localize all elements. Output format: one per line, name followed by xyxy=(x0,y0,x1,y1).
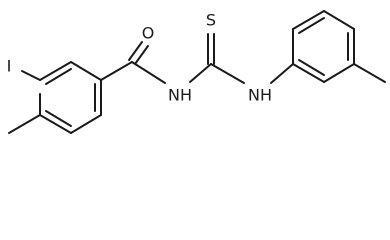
iodo-bond xyxy=(21,70,41,81)
ring-bond xyxy=(70,61,102,81)
ring-bond xyxy=(70,114,102,134)
thio-nh-label: NH xyxy=(248,86,272,105)
methyl-bond-right xyxy=(353,63,386,83)
thio-sulfur-label: S xyxy=(206,11,216,30)
right-benzene-ring xyxy=(292,10,355,83)
carbonyl-double-bond xyxy=(128,41,143,61)
amide-nh-label: NH xyxy=(168,86,192,105)
ring-bond xyxy=(39,61,72,81)
iodine-atom-label: I xyxy=(7,57,12,76)
thiocarbonyl-to-nh-bond xyxy=(210,63,245,84)
ring-bond xyxy=(292,63,325,83)
carbonyl-oxygen-label: O xyxy=(142,24,155,43)
methyl-bond-left xyxy=(8,114,41,134)
nh-to-thiocarbonyl-bond xyxy=(189,63,212,83)
nh-to-aryl-bond xyxy=(270,63,294,84)
ring-double-bond xyxy=(298,17,325,34)
ring-double-bond xyxy=(298,59,325,76)
left-benzene-ring xyxy=(39,61,102,134)
carbonyl-double-bond xyxy=(134,45,149,65)
carbonyl-to-nh-bond xyxy=(131,61,166,84)
chemical-structure: I O NH S NH xyxy=(7,10,386,134)
ring-bond xyxy=(323,63,355,83)
ring-bond xyxy=(323,10,355,30)
ring-bond xyxy=(292,10,325,30)
ring-double-bond xyxy=(45,110,72,127)
ring-to-carbonyl-bond xyxy=(100,61,133,81)
ring-double-bond xyxy=(45,68,72,85)
ring-bond xyxy=(39,114,72,134)
